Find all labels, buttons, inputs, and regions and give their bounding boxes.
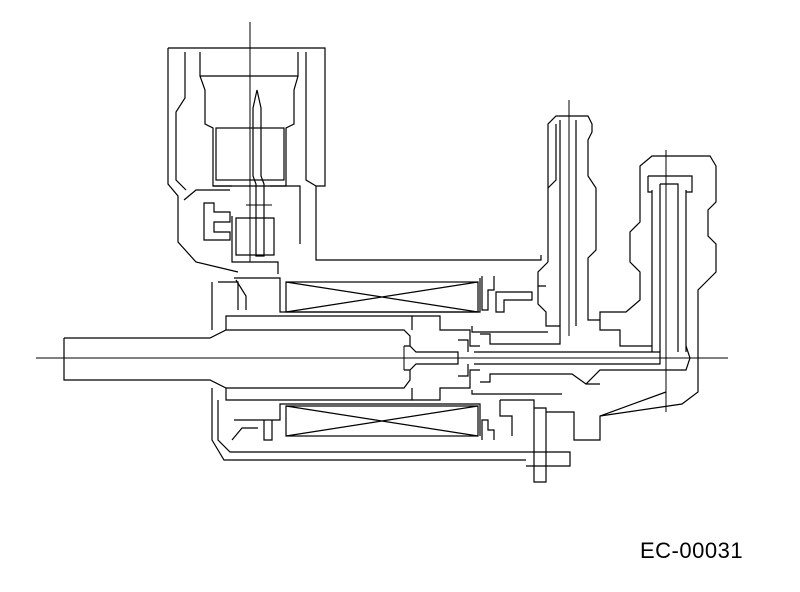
plunger-stem (63, 315, 459, 401)
right-elbow-tube (585, 155, 717, 417)
terminal-pin (235, 89, 275, 257)
connector-housing (167, 47, 542, 274)
lower-coil (263, 405, 495, 441)
solenoid-body (211, 277, 526, 461)
center-lines (36, 22, 728, 412)
lower-outlet-tube (499, 391, 667, 483)
valve-seat (412, 285, 661, 401)
upper-nipple (537, 115, 600, 326)
figure-code-label: EC-00031 (640, 538, 744, 563)
upper-coil (285, 276, 533, 313)
